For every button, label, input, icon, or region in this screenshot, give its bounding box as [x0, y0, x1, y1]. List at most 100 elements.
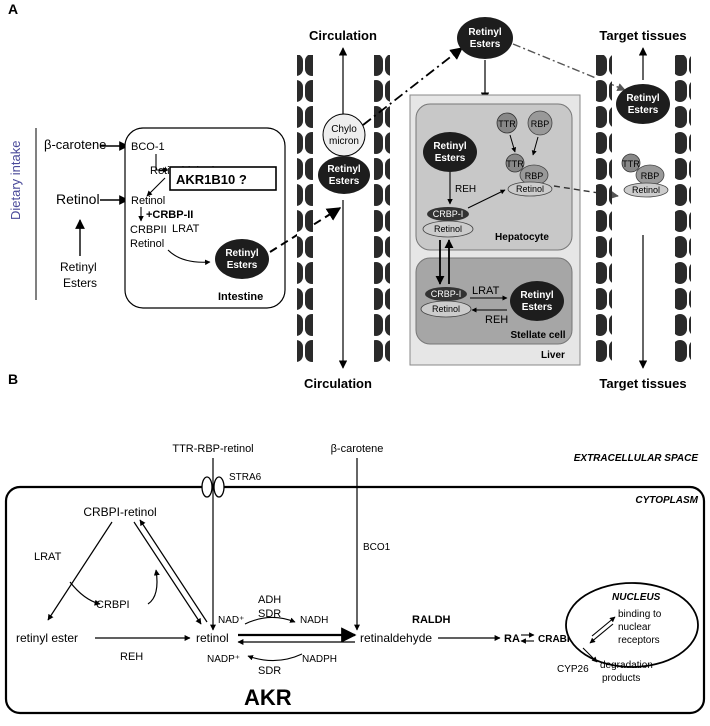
hepatocyte-reh-label: REH — [455, 184, 476, 195]
sdr-bottom-label: SDR — [258, 665, 281, 677]
stellate-esters-l2: Esters — [522, 302, 553, 313]
retinyl-ester-label: retinyl ester — [16, 631, 78, 645]
panel-a: A Dietary intake β-carotene Retinol Reti… — [8, 1, 691, 391]
hepatocyte-esters-l2: Esters — [435, 153, 466, 164]
binding-l2: nuclear — [618, 622, 651, 633]
nad-to-nadh-arrow — [244, 616, 296, 625]
crbp-i-label: CRBP-I — [433, 209, 464, 219]
degradation-l2: products — [602, 673, 640, 684]
hep-ttr-label: TTR — [498, 119, 516, 129]
crbpi-rebind-arrow — [147, 569, 160, 605]
hepatocyte-title: Hepatocyte — [495, 232, 549, 243]
ra-label: RA — [504, 633, 520, 645]
crbpi-retinol-to-ester-arrow — [47, 521, 113, 621]
nucleus-label: NUCLEUS — [612, 592, 661, 603]
akr1b10-label: AKR1B10 ? — [176, 172, 247, 187]
target-wall-left — [596, 55, 612, 365]
circulation-wall-right — [374, 55, 390, 365]
nucleus-to-crabp-arrow — [589, 623, 614, 644]
stellate-retinol-label: Retinol — [432, 304, 460, 314]
crbpi-retinol-label: CRBPI-retinol — [83, 505, 156, 519]
retinol-diet-label: Retinol — [56, 191, 100, 207]
hepatocyte-retinol-node — [422, 220, 474, 238]
cyp26-label: CYP26 — [557, 664, 589, 675]
adh-label: ADH — [258, 594, 281, 606]
intestine-esters-l2: Esters — [227, 260, 258, 271]
hep-ttr2-node — [505, 153, 525, 173]
hep-retinol2-node — [507, 181, 553, 197]
target-esters-node — [616, 84, 670, 124]
target-esters-l1: Retinyl — [626, 93, 660, 104]
bco1-b-label: BCO1 — [363, 542, 391, 553]
stellate-esters-l1: Retinyl — [520, 290, 554, 301]
cell-membrane — [4, 485, 706, 715]
target-retinol-node — [623, 182, 669, 198]
top-esters-l1: Retinyl — [468, 27, 502, 38]
hepatocyte-esters-node — [423, 132, 477, 172]
top-esters-node — [457, 17, 513, 59]
intestine-title: Intestine — [218, 291, 263, 303]
chylomicron-l1: Chylo — [331, 124, 357, 135]
stra6-label: STRA6 — [229, 472, 262, 483]
chylo-esters-node — [318, 156, 370, 194]
chylomicron-l2: micron — [329, 136, 359, 147]
panel-b: B TTR-RBP-retinol β-carotene EXTRACELLUL… — [4, 371, 706, 715]
hepatocyte-retinol-label: Retinol — [434, 224, 462, 234]
intestine-retinol-label: Retinol — [131, 195, 165, 207]
intestine-lrat-label: LRAT — [172, 223, 200, 235]
nadp-plus-label: NADP⁺ — [207, 654, 240, 665]
beta-carotene-b-label: β-carotene — [331, 443, 384, 455]
raldh-label: RALDH — [412, 614, 451, 626]
hep-ttr2-label: TTR — [506, 159, 524, 169]
stellate-esters-node — [510, 281, 564, 321]
stellate-crbp-i-label: CRBP-I — [431, 289, 462, 299]
beta-carotene-label: β-carotene — [44, 137, 106, 152]
stra6-right-icon — [213, 476, 225, 498]
target-rbp-label: RBP — [641, 171, 660, 181]
retinaldehyde-to-retinol-arrow — [146, 177, 166, 197]
lrat-b-label: LRAT — [34, 551, 62, 563]
degradation-l1: degradation — [600, 660, 653, 671]
target-tissues-top-label: Target tissues — [599, 28, 686, 43]
target-wall-right — [675, 55, 691, 365]
target-retinol-label: Retinol — [632, 185, 660, 195]
nadph-label: NADPH — [302, 654, 337, 665]
crabp-ra-label: CRABP-RA — [538, 634, 591, 645]
chylomicron-node — [322, 113, 366, 157]
crabp-to-degradation-arrow — [582, 647, 598, 663]
nadh-label: NADH — [300, 615, 328, 626]
hep-ttr-node — [496, 112, 518, 134]
stellate-cell — [415, 257, 573, 345]
retinol-b-label: retinol — [196, 631, 229, 645]
lrat-release-crbpi-arrow — [69, 581, 101, 606]
hep-rbp-node — [527, 110, 553, 136]
crbpii-label: CRBPII — [130, 224, 167, 236]
extracellular-label: EXTRACELLULAR SPACE — [574, 453, 699, 464]
stellate-lrat-label: LRAT — [472, 285, 500, 297]
ttr-down-arrow — [509, 134, 517, 153]
top-esters-l2: Esters — [470, 39, 501, 50]
retinyl-esters-diet-l1: Retinyl — [60, 260, 97, 274]
target-ttr-node — [621, 153, 641, 173]
retinyl-esters-diet-l2: Esters — [63, 276, 97, 290]
panel-a-label: A — [8, 1, 18, 17]
target-tissues-bottom-label: Target tissues — [599, 376, 686, 391]
nucleus — [565, 582, 699, 668]
reh-b-label: REH — [120, 651, 143, 663]
stellate-title: Stellate cell — [510, 330, 565, 341]
target-esters-l2: Esters — [628, 105, 659, 116]
akr1b10-box — [169, 166, 277, 191]
liver-title: Liver — [541, 350, 565, 361]
dietary-intake-label: Dietary intake — [8, 141, 23, 220]
rbp-down-arrow — [531, 136, 539, 156]
crbpi-retinol-release-arrow — [133, 521, 202, 625]
crabp-to-nucleus-arrow — [591, 616, 616, 637]
stellate-reh-label: REH — [485, 314, 508, 326]
hep-rbp-label: RBP — [531, 119, 550, 129]
nadph-to-nadp-arrow — [247, 653, 303, 662]
ttr-rbp-retinol-label: TTR-RBP-retinol — [172, 443, 253, 455]
panel-b-label: B — [8, 371, 18, 387]
intestine-esters-l1: Retinyl — [225, 248, 259, 259]
crbp-i-node — [427, 207, 469, 221]
